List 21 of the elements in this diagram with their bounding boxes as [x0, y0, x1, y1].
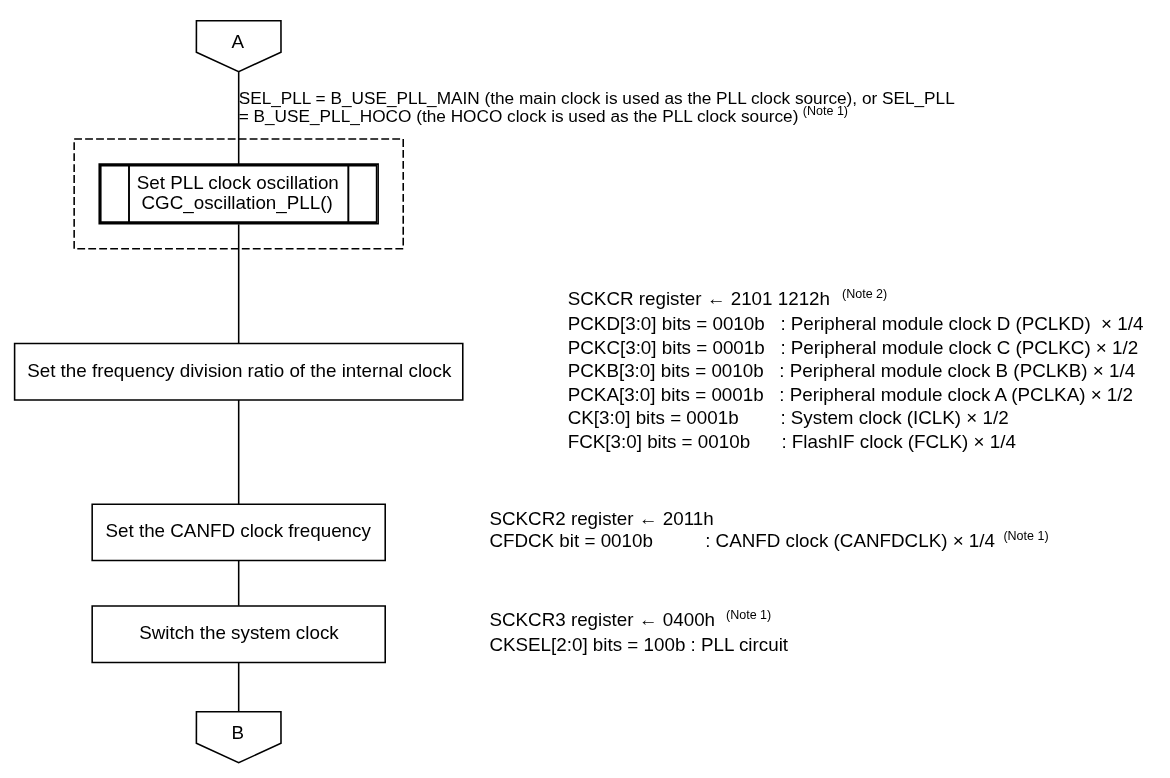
node-label: PCKB[3:0] bits = 0010b : Peripheral module clock B (PCLKB) × 1/4 [567, 360, 1136, 382]
node-label: SCKCR2 register ← 2011h [489, 508, 714, 530]
node-label: PCKC[3:0] bits = 0001b : Peripheral module clock C (PCLKC) × 1/2 [567, 336, 1139, 358]
node-label: CK[3:0] bits = 0001b : System clock (ICLK) × 1/2 [567, 407, 1009, 429]
connector [237, 71, 240, 165]
connector [237, 662, 240, 713]
node-label: CKSEL[2:0] bits = 100b : PLL circuit [489, 633, 789, 655]
node-label: PCKA[3:0] bits = 0001b : Peripheral module clock A (PCLKA) × 1/2 [567, 383, 1134, 405]
cluster [73, 138, 404, 250]
edge-label: SEL_PLL = B_USE_PLL_MAIN (the main clock is used as the PLL clock source), or SEL_PLL = B_USE_PLL_HOCO (the HOCO clock is used as the PLL clock source) $^{(Note 1)}$ [238, 88, 955, 126]
node-box: Set the CANFD clock frequency [91, 503, 386, 562]
node-box: Switch the system clock [91, 605, 386, 664]
node-label: SCKCR register ← 2101 1212h $^{(Note 2)}$ [567, 287, 888, 310]
node-label: FCK[3:0] bits = 0010b : FlashIF clock (FCLK) × 1/4 [567, 430, 1016, 452]
node-label: CFDCK bit = 0010b : CANFD clock (CANFDCLK) × 1/4 $^{(Note 1)}$ [489, 529, 1049, 552]
connector [237, 560, 240, 607]
node-label: PCKD[3:0] bits = 0010b : Peripheral module clock D (PCLKD) × 1/4 [567, 313, 1144, 335]
connector [237, 223, 240, 344]
node-label: SCKCR3 register ← 0400h $^{(Note 1)}$ [489, 607, 772, 630]
node-box: Set the frequency division ratio of the internal clock [13, 342, 464, 401]
connector [237, 399, 240, 505]
